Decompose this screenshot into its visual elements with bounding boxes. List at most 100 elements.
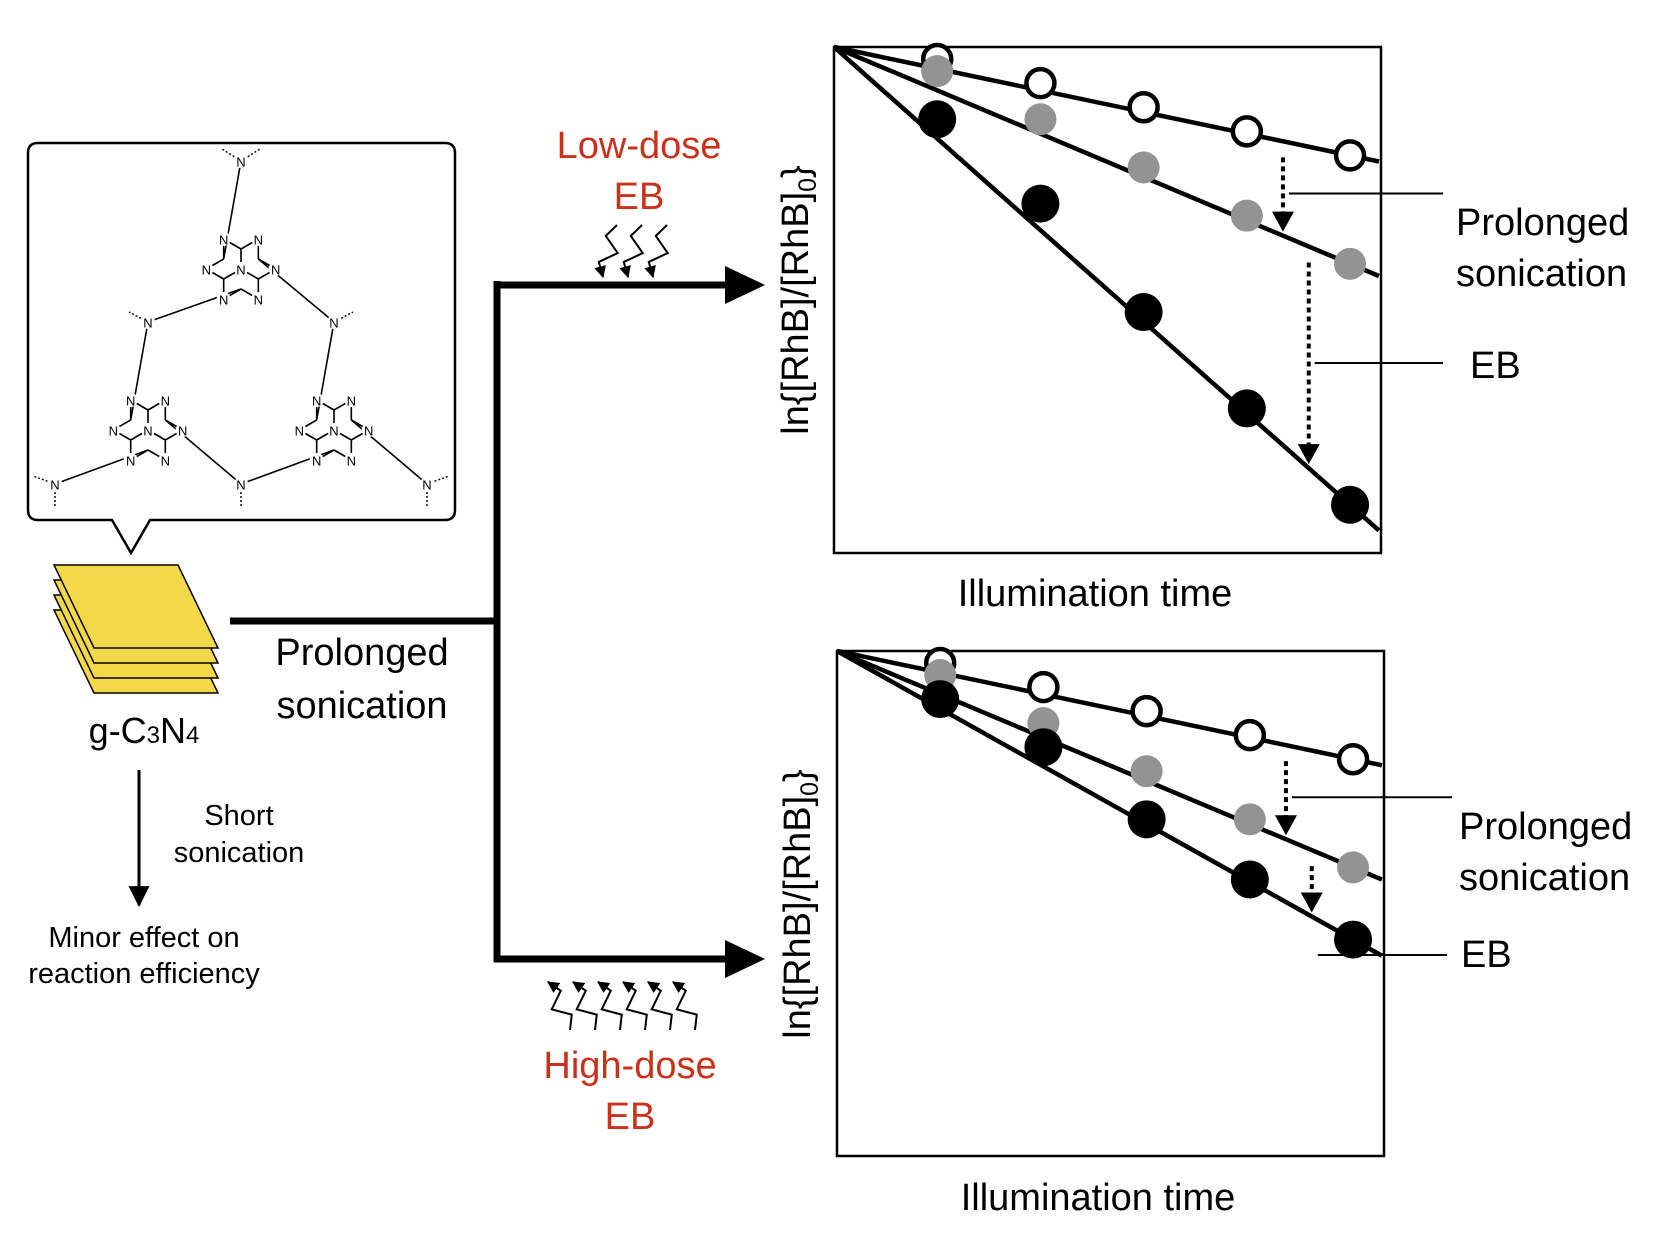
nitrogen-atom-label: N (161, 454, 170, 469)
low-dose-label-2: EB (614, 176, 665, 218)
nitrogen-atom-label: N (161, 394, 170, 409)
plot-low-dose: ln{[RhB]/[RhB]0} Illumination time Prolo… (775, 42, 1629, 615)
nitrogen-atom-label: N (347, 394, 356, 409)
nitrogen-atom-label: N (178, 424, 187, 439)
data-point-filled (1230, 860, 1269, 899)
series-fit-line-filled (832, 45, 1381, 533)
data-point-open (1130, 694, 1163, 728)
data-point-filled (1124, 293, 1163, 332)
data-point-filled (1024, 728, 1063, 767)
nitrogen-atom-label: N (126, 454, 135, 469)
x-axis-label: Illumination time (958, 573, 1233, 615)
nitrogen-atom-label: N (329, 316, 338, 331)
nitrogen-atom-label: N (295, 424, 304, 439)
nitrogen-atom-label: N (312, 454, 321, 469)
high-dose-beam-ray (622, 981, 648, 1031)
sonication-effect-arrow-head (1271, 211, 1294, 232)
nitrogen-atom-label: N (143, 316, 152, 331)
high-dose-label-1: High-dose (543, 1045, 716, 1087)
data-point-open (1336, 742, 1370, 776)
arrowhead-to-high-dose-plot (725, 940, 765, 978)
sheet-layer-1 (52, 564, 220, 649)
low-dose-label-1: Low-dose (557, 125, 722, 167)
nitrogen-atom-label: N (143, 424, 152, 439)
data-point-filled (1227, 389, 1266, 428)
data-point-gray (1337, 851, 1370, 884)
data-point-filled (1334, 920, 1373, 959)
nitrogen-atom-label: N (50, 478, 59, 493)
nitrogen-atom-label: N (202, 263, 211, 278)
data-point-filled (918, 100, 957, 139)
nitrogen-atom-label: N (254, 233, 263, 248)
data-point-gray (1130, 755, 1163, 788)
nitrogen-atom-label: N (109, 424, 118, 439)
data-point-open (1027, 670, 1060, 704)
nitrogen-atom-label: N (347, 454, 356, 469)
nitrogen-atom-label: N (236, 155, 245, 170)
x-axis-label: Illumination time (961, 1177, 1236, 1219)
series-fit-line-open (833, 44, 1380, 164)
data-point-gray (1024, 103, 1057, 136)
annotation-prolonged-sonication-2: sonication (1459, 857, 1630, 899)
structure-callout (26, 141, 457, 556)
plot-frame (832, 45, 1383, 555)
low-dose-electron-beam-icon (594, 224, 670, 279)
arrowhead-to-low-dose-plot (725, 266, 765, 304)
eb-effect-arrow-head (1300, 892, 1323, 913)
data-point-gray (1334, 247, 1367, 280)
data-point-open (1233, 718, 1267, 752)
high-dose-label-2: EB (605, 1096, 656, 1138)
low-dose-beam-ray (594, 224, 620, 279)
nitrogen-atom-label: N (236, 478, 245, 493)
series-fit-line-filled (835, 649, 1384, 958)
data-point-gray (1127, 151, 1160, 184)
high-dose-beam-ray (547, 981, 573, 1031)
nitrogen-atom-label: N (329, 424, 338, 439)
data-point-filled (1331, 485, 1370, 524)
high-dose-beam-ray (572, 981, 598, 1031)
nitrogen-atom-label: N (126, 394, 135, 409)
short-sonication-label-1: Short (204, 800, 273, 832)
nitrogen-atom-label: N (364, 424, 373, 439)
material-label: g-C3N4 (89, 710, 200, 751)
nitrogen-atom-label: N (254, 293, 263, 308)
annotation-prolonged-sonication-1: Prolonged (1459, 806, 1632, 848)
data-point-gray (1230, 199, 1263, 232)
nitrogen-atom-label: N (312, 394, 321, 409)
sonication-effect-arrow-head (1274, 815, 1297, 836)
annotation-eb: EB (1461, 934, 1512, 976)
data-point-filled (921, 680, 960, 719)
nitrogen-atom-label: N (219, 293, 228, 308)
annotation-eb: EB (1470, 345, 1521, 387)
data-point-open (1230, 115, 1264, 148)
nitrogen-atom-label: N (271, 263, 280, 278)
data-point-filled (1021, 184, 1060, 223)
y-axis-label: ln{[RhB]/[RhB]0} (775, 165, 822, 435)
prolonged-sonication-label-1: Prolonged (275, 632, 448, 674)
series-fit-line-gray (836, 648, 1383, 882)
high-dose-electron-beam-icon (547, 981, 698, 1031)
high-dose-beam-ray (647, 981, 673, 1031)
data-point-open (1127, 90, 1160, 124)
low-dose-beam-ray (644, 224, 670, 279)
eb-effect-arrow-head (1297, 444, 1320, 465)
annotation-prolonged-sonication-1: Prolonged (1456, 202, 1629, 244)
high-dose-beam-ray (672, 981, 698, 1031)
minor-effect-label-1: Minor effect on (48, 922, 239, 954)
data-point-open (1333, 139, 1367, 172)
nitrogen-atom-label: N (422, 478, 431, 493)
g-c3n4-stacked-sheets (52, 564, 220, 694)
data-point-filled (1127, 800, 1166, 839)
series-fit-line-gray (833, 44, 1380, 279)
data-point-gray (1233, 803, 1266, 836)
y-axis-label: ln{[RhB]/[RhB]0} (777, 769, 824, 1039)
short-sonication-label-2: sonication (174, 837, 305, 869)
minor-effect-label-2: reaction efficiency (28, 958, 260, 990)
series-fit-line-open (836, 648, 1383, 768)
high-dose-beam-ray (597, 981, 623, 1031)
prolonged-sonication-label-2: sonication (276, 685, 447, 727)
plot-high-dose: ln{[RhB]/[RhB]0} Illumination time Prolo… (777, 646, 1632, 1219)
